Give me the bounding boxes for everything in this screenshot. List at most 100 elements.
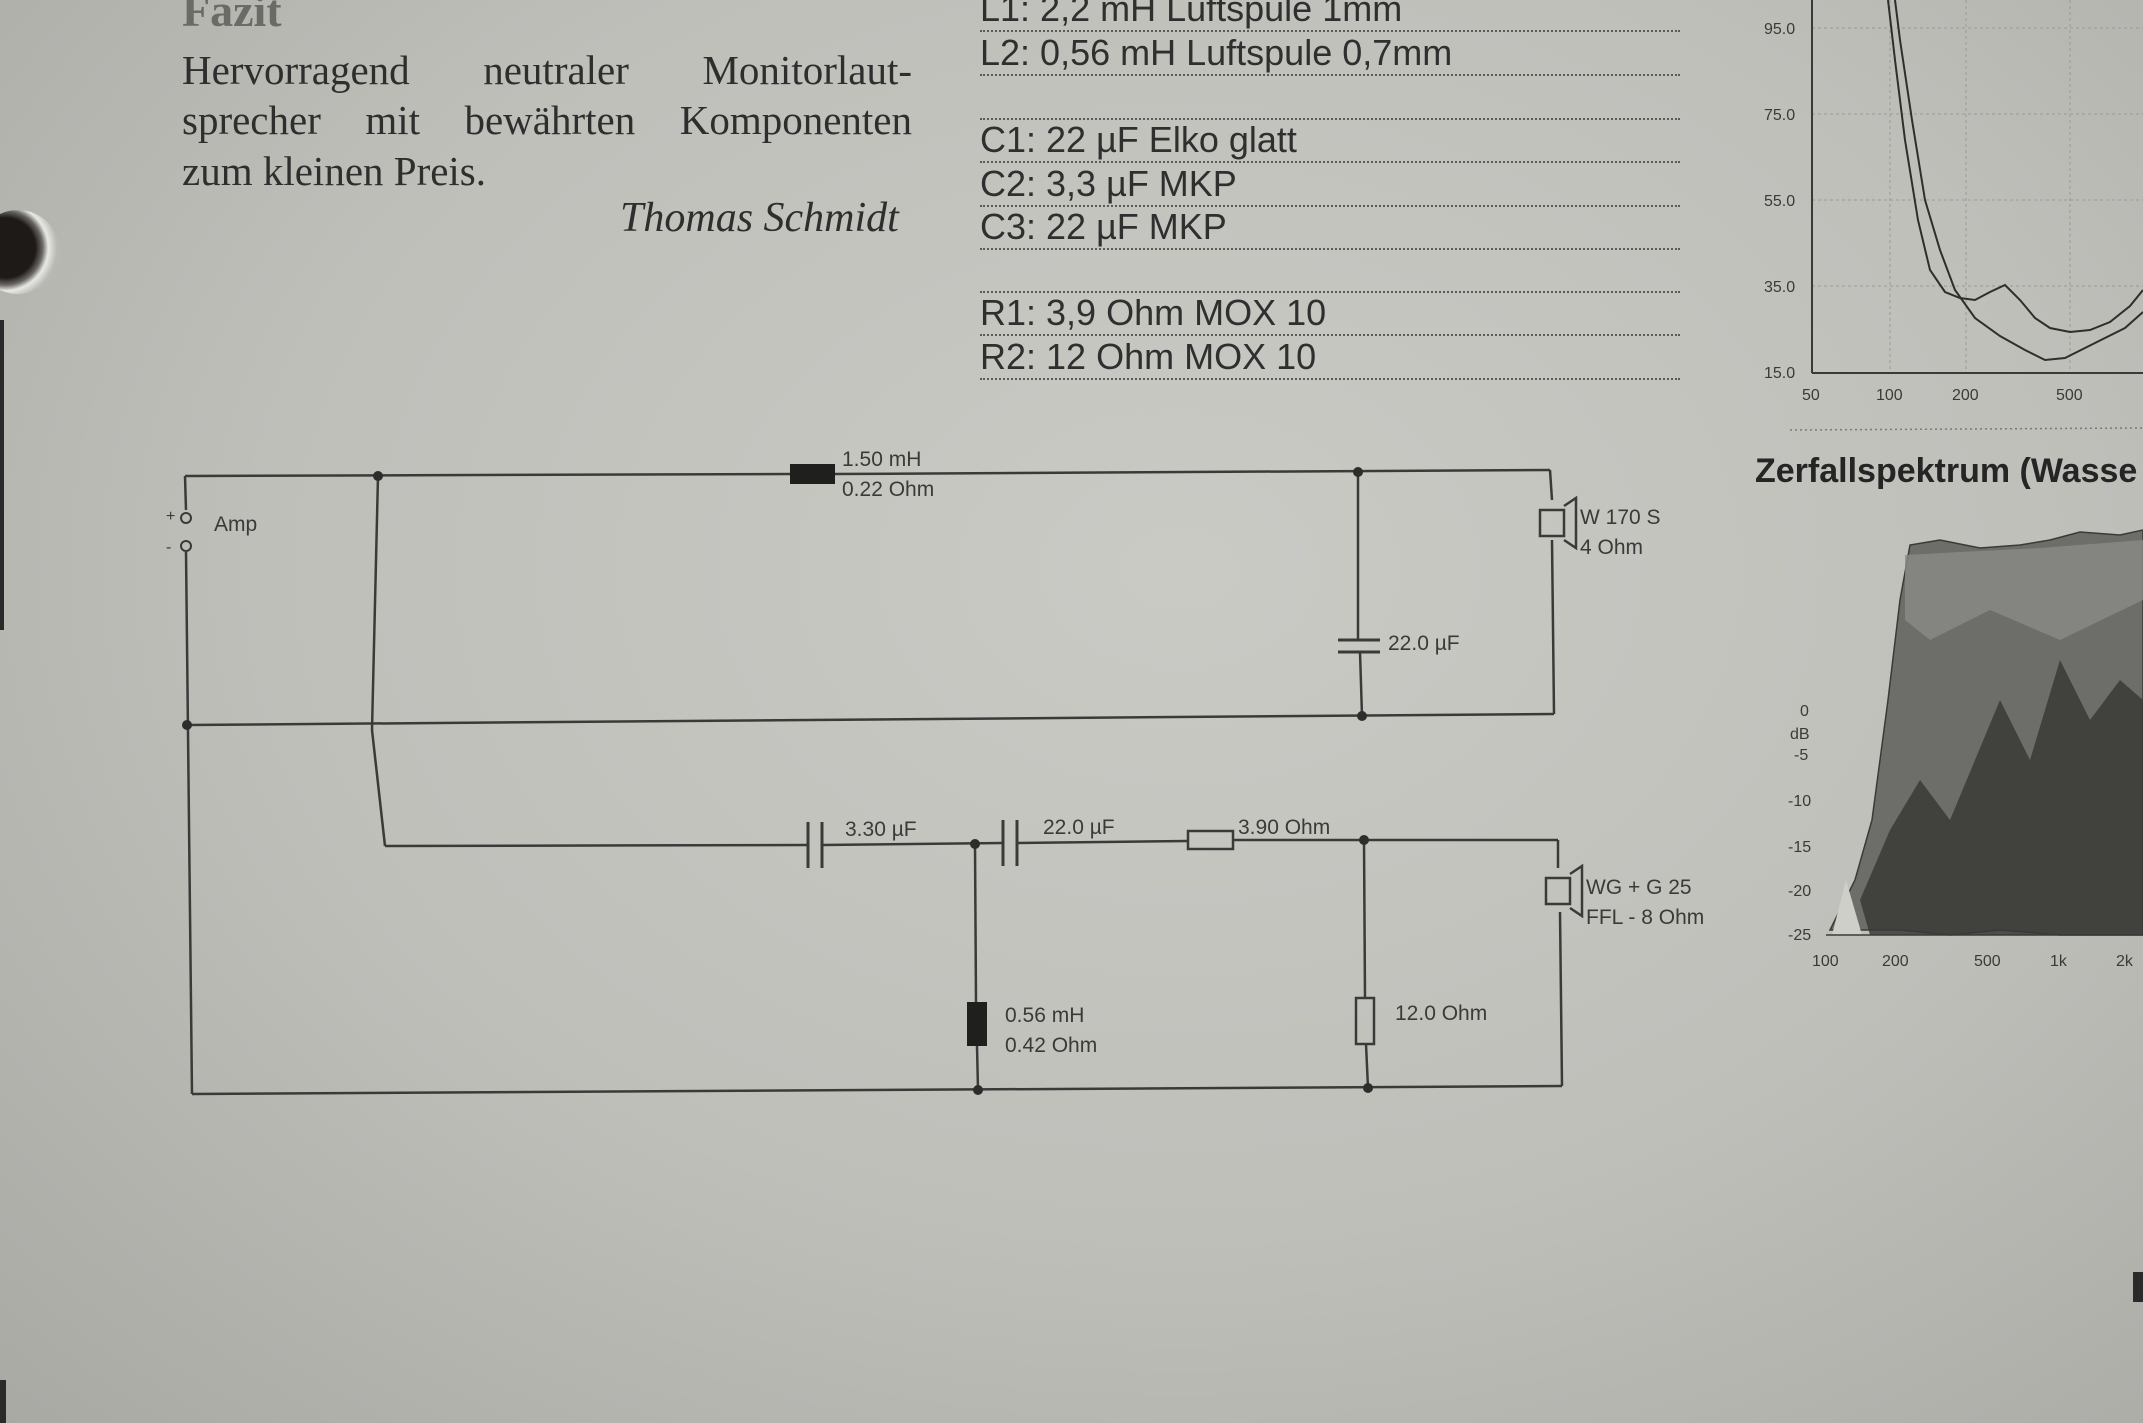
waterfall-floor	[1832, 880, 1862, 935]
part-l1: L1: 2,2 mH Luftspule 1mm	[980, 0, 1680, 32]
junction-dot	[973, 1085, 983, 1095]
l2-resistance-label: 0.42 Ohm	[1005, 1034, 1097, 1057]
wire-c3-r1	[1016, 839, 1189, 845]
part-c2: C2: 3,3 µF MKP	[980, 163, 1680, 207]
c3-value-label: 22.0 µF	[1043, 816, 1115, 839]
impedance-x-tick: 200	[1952, 387, 1979, 404]
wire-r2-top	[1362, 839, 1367, 999]
inductor-l2-symbol	[967, 1002, 987, 1046]
inductor-l1-symbol	[790, 464, 835, 484]
part-l2: L2: 0,56 mH Luftspule 0,7mm	[980, 32, 1680, 76]
decay-x-tick: 100	[1812, 953, 1839, 970]
wire-left-vertical	[184, 551, 194, 1095]
junction-dot	[373, 471, 383, 481]
wire-woofer-bottom	[1550, 539, 1556, 715]
decay-y-tick: -5	[1794, 747, 1808, 764]
impedance-y-tick: 55.0	[1764, 193, 1795, 210]
impedance-y-tick: 15.0	[1764, 365, 1795, 382]
woofer-symbol	[1538, 495, 1578, 551]
fazit-text-line-2: sprecher mit bewährten Komponenten	[182, 97, 912, 143]
impedance-curve-1	[1887, 0, 2143, 334]
decay-x-tick: 1k	[2050, 953, 2068, 970]
amp-terminals: + -	[166, 508, 192, 556]
impedance-y-tick: 95.0	[1764, 21, 1795, 38]
decay-y-tick: -15	[1788, 839, 1811, 856]
r2-value-label: 12.0 Ohm	[1395, 1002, 1487, 1025]
decay-y-tick: 0	[1800, 703, 1809, 720]
section-separator	[1789, 427, 2143, 431]
decay-spectrum-chart: 0 dB -5 -10 -15 -20 -25 100 200 500 1k 2…	[1788, 529, 2143, 970]
waterfall-ridge-top	[1905, 540, 2143, 640]
l1-resistance-label: 0.22 Ohm	[842, 478, 934, 501]
decay-db-unit: dB	[1790, 726, 1810, 743]
decay-y-tick: -25	[1788, 927, 1811, 944]
woofer-impedance-label: 4 Ohm	[1580, 536, 1643, 559]
amp-label: Amp	[214, 513, 257, 536]
decay-y-tick: -10	[1788, 793, 1811, 810]
wire-tweeter-feed-lower	[370, 729, 387, 847]
svg-text:-: -	[166, 539, 171, 556]
waterfall-ridges-front	[1860, 660, 2143, 935]
parts-spacer-row	[980, 76, 1680, 120]
junction-dot	[1357, 711, 1367, 721]
decay-x-tick: 200	[1882, 953, 1909, 970]
capacitor-c1-symbol	[1338, 638, 1380, 654]
tweeter-model-label: WG + G 25	[1586, 876, 1692, 899]
part-r2: R2: 12 Ohm MOX 10	[980, 336, 1680, 380]
impedance-x-tick: 100	[1876, 387, 1903, 404]
wire-l2-top	[973, 843, 978, 1003]
wire-tweeter-bottom	[1558, 911, 1564, 1087]
junction-dot	[970, 839, 980, 849]
capacitor-c2-symbol	[806, 822, 824, 868]
wire-top-left	[184, 472, 791, 478]
fazit-heading: Fazit	[182, 0, 282, 36]
fazit-text-line-1: Hervorragend neutraler Monitorlaut-	[182, 47, 912, 93]
part-c3: C3: 22 µF MKP	[980, 206, 1680, 250]
parts-spacer-row	[980, 249, 1680, 293]
impedance-curve-2	[1894, 0, 2143, 362]
resistor-r2-symbol	[1354, 996, 1376, 1046]
woofer-model-label: W 170 S	[1580, 506, 1661, 529]
junction-dot	[1359, 835, 1369, 845]
impedance-y-tick: 35.0	[1764, 279, 1795, 296]
wire-tweeter-in	[384, 843, 809, 848]
resistor-r1-symbol	[1186, 829, 1235, 851]
wire-c1-bottom	[1358, 651, 1364, 717]
wire-l2-bottom	[975, 1045, 980, 1091]
wire-top-right	[834, 468, 1551, 476]
tweeter-symbol	[1544, 863, 1584, 919]
author-name: Thomas Schmidt	[620, 195, 899, 241]
part-c1: C1: 22 µF Elko glatt	[980, 119, 1680, 163]
wire-bottom	[191, 1084, 1563, 1096]
l1-value-label: 1.50 mH	[842, 448, 921, 471]
wire-tweeter-feed	[370, 475, 380, 731]
decay-spectrum-title: Zerfallspektrum (Wasse	[1755, 452, 2138, 490]
tweeter-impedance-label: FFL - 8 Ohm	[1586, 906, 1704, 929]
part-r1: R1: 3,9 Ohm MOX 10	[980, 292, 1680, 336]
wire-amp-top	[183, 475, 188, 511]
capacitor-c3-symbol	[1001, 820, 1019, 866]
wire-middle-ground	[186, 712, 1555, 727]
decay-x-tick: 2k	[2116, 953, 2134, 970]
page-edge-shadow	[0, 320, 4, 630]
svg-text:+: +	[166, 508, 175, 525]
page-edge-mark	[0, 1380, 6, 1423]
junction-dot	[182, 720, 192, 730]
wire-r2-bottom	[1364, 1043, 1370, 1089]
c1-value-label: 22.0 µF	[1388, 632, 1460, 655]
fazit-text-line-3: zum kleinen Preis.	[182, 148, 487, 194]
junction-dot	[1363, 1083, 1373, 1093]
r1-value-label: 3.90 Ohm	[1238, 816, 1330, 839]
page-edge-mark-right	[2133, 1272, 2143, 1302]
impedance-y-tick: 75.0	[1764, 107, 1795, 124]
decay-y-tick: -20	[1788, 883, 1811, 900]
impedance-x-tick: 500	[2056, 387, 2083, 404]
c2-value-label: 3.30 µF	[845, 818, 917, 841]
impedance-x-tick: 50	[1802, 387, 1820, 404]
decay-x-tick: 500	[1974, 953, 2001, 970]
impedance-chart: 95.0 75.0 55.0 35.0 15.0 50 100 200 500	[1764, 0, 2143, 404]
wire-woofer-top	[1548, 469, 1554, 501]
junction-dot	[1353, 467, 1363, 477]
